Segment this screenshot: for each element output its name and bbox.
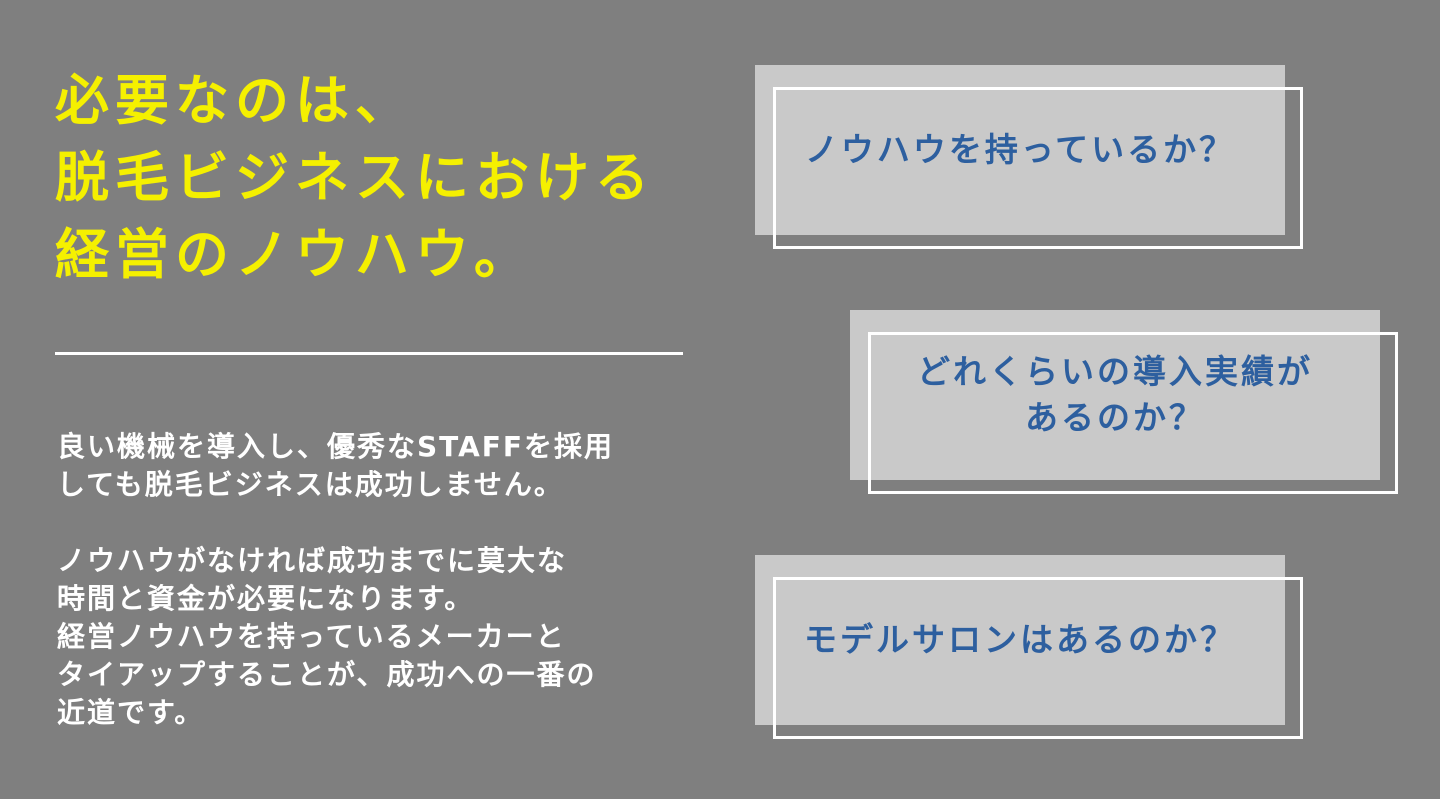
question-box-3-outline: [773, 577, 1303, 739]
question-box-1-text: ノウハウを持っているか？: [804, 130, 1236, 169]
body-paragraph-1: 良い機械を導入し、優秀なSTAFFを採用 しても脱毛ビジネスは成功しません。: [57, 430, 615, 501]
question-box-1: ノウハウを持っているか？: [755, 65, 1303, 249]
question-box-2-background: [850, 310, 1380, 480]
body-paragraph-2: ノウハウがなければ成功までに莫大な 時間と資金が必要になります。 経営ノウハウを…: [57, 544, 597, 729]
question-box-2-text: どれくらいの導入実績が あるのか？: [917, 352, 1313, 437]
question-box-3-background: [755, 555, 1285, 725]
divider-line: [55, 352, 683, 355]
main-heading: 必要なのは、 脱毛ビジネスにおける 経営のノウハウ。: [55, 69, 655, 286]
question-box-3: モデルサロンはあるのか？: [755, 555, 1303, 739]
question-box-1-background: [755, 65, 1285, 235]
question-box-2-outline: [868, 332, 1398, 494]
question-box-2: どれくらいの導入実績が あるのか？: [850, 310, 1398, 494]
question-box-3-text: モデルサロンはあるのか？: [804, 620, 1236, 659]
question-box-1-outline: [773, 87, 1303, 249]
